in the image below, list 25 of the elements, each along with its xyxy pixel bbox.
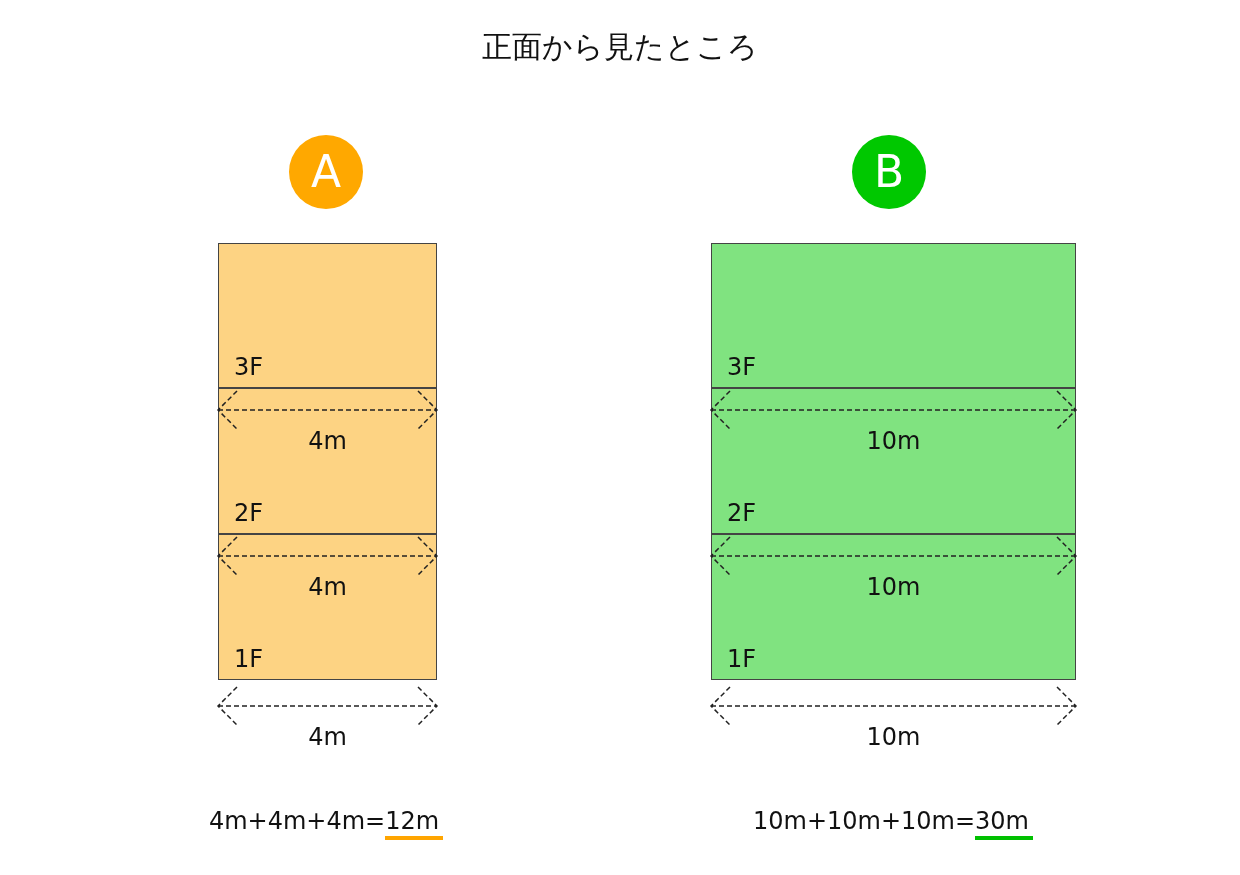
- title: 正面から見たところ: [481, 28, 759, 66]
- floor-box: [711, 388, 1076, 534]
- floor-label: 2F: [727, 499, 757, 527]
- floor-box: [218, 388, 437, 534]
- floor-box: [218, 243, 437, 388]
- dimension-label: 10m: [865, 572, 922, 602]
- floor-box: [711, 534, 1076, 680]
- floor-box: [218, 534, 437, 680]
- dimension-label: 4m: [307, 572, 348, 602]
- floor-label: 3F: [727, 353, 757, 381]
- letter-badge: A: [289, 135, 363, 209]
- floor-label: 1F: [727, 645, 757, 673]
- dimension-label: 10m: [865, 722, 922, 752]
- dimension-label: 4m: [307, 722, 348, 752]
- underlined-result: 30m: [975, 806, 1033, 840]
- equation-text: 4m+4m+4m=: [208, 806, 386, 837]
- letter-badge: B: [852, 135, 926, 209]
- floor-label: 1F: [234, 645, 264, 673]
- equation-text: 10m+10m+10m=: [753, 806, 976, 837]
- underlined-result: 12m: [385, 806, 444, 840]
- floor-box: [711, 243, 1076, 388]
- floor-label: 2F: [234, 499, 264, 527]
- dimension-label: 4m: [307, 426, 348, 456]
- dimension-label: 10m: [865, 426, 922, 456]
- floor-label: 3F: [234, 353, 264, 381]
